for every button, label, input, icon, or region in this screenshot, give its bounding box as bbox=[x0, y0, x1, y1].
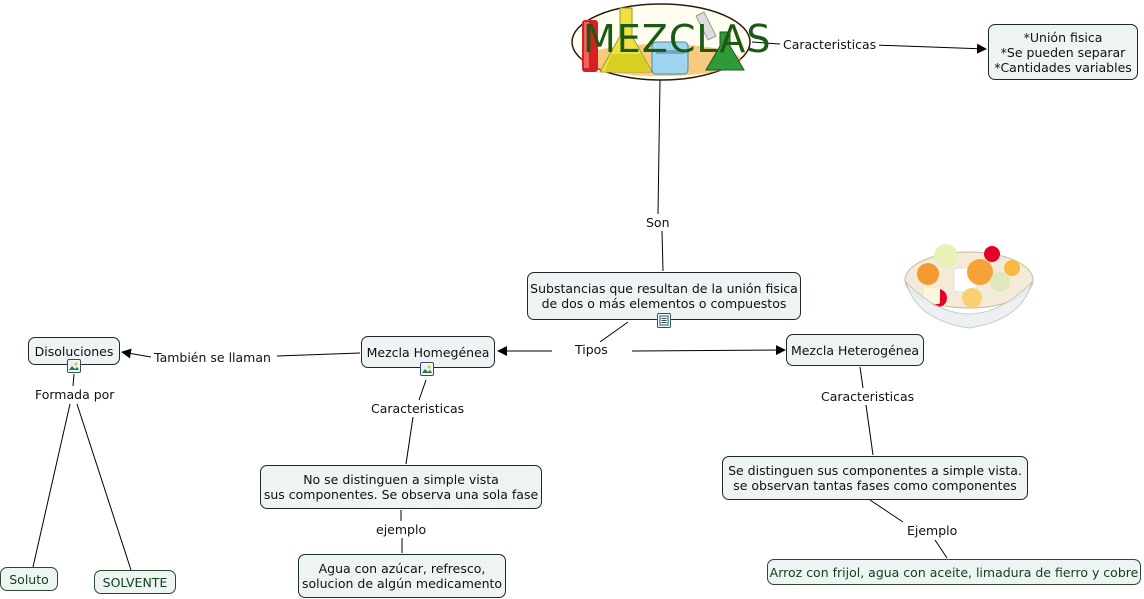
link-label-tambien-se-llaman[interactable]: También se llaman bbox=[151, 350, 274, 366]
node-disoluciones[interactable]: Disoluciones bbox=[28, 337, 120, 365]
node-label: SOLVENTE bbox=[102, 574, 168, 590]
feature-item: *Se pueden separar bbox=[1000, 44, 1126, 60]
link-label-formada-por[interactable]: Formada por bbox=[32, 387, 118, 403]
feature-item: *Unión fisica bbox=[1023, 29, 1103, 45]
link-label-son[interactable]: Son bbox=[643, 215, 673, 231]
link-label-caracteristicas-heterogenea[interactable]: Caracteristicas bbox=[818, 389, 918, 405]
definition-line: de dos o más elementos o compuestos bbox=[541, 296, 787, 311]
image-icon[interactable] bbox=[67, 359, 81, 373]
link-label-caracteristicas-homogenea[interactable]: Caracteristicas bbox=[368, 401, 468, 417]
node-homogenea-features[interactable]: No se distinguen a simple vista sus comp… bbox=[260, 465, 542, 509]
definition-line: Substancias que resultan de la unión fis… bbox=[530, 281, 798, 296]
node-root-features[interactable]: *Unión fisica *Se pueden separar *Cantid… bbox=[988, 24, 1138, 80]
node-solvente[interactable]: SOLVENTE bbox=[94, 570, 176, 594]
node-label: Soluto bbox=[9, 571, 49, 587]
node-mezcla-heterogenea[interactable]: Mezcla Heterogénea bbox=[786, 334, 924, 366]
link-label-tipos[interactable]: Tipos bbox=[572, 342, 611, 358]
node-definition[interactable]: Substancias que resultan de la unión fis… bbox=[527, 272, 801, 320]
example-line: Arroz con frijol, agua con aceite, limad… bbox=[769, 564, 1139, 580]
features-line: se observan tantas fases como componente… bbox=[733, 478, 1017, 493]
node-heterogenea-example[interactable]: Arroz con frijol, agua con aceite, limad… bbox=[767, 559, 1141, 585]
node-label: Mezcla Heterogénea bbox=[790, 342, 920, 358]
document-icon[interactable] bbox=[657, 313, 671, 328]
example-line: Agua con azúcar, refresco, bbox=[318, 561, 486, 576]
node-heterogenea-features[interactable]: Se distinguen sus componentes a simple v… bbox=[722, 456, 1028, 500]
mezclas-title-image bbox=[571, 3, 751, 81]
features-line: No se distinguen a simple vista bbox=[303, 472, 499, 487]
features-line: sus componentes. Se observa una sola fas… bbox=[263, 487, 539, 502]
node-soluto[interactable]: Soluto bbox=[0, 567, 58, 591]
link-label-caracteristicas-root[interactable]: Caracteristicas bbox=[780, 37, 880, 53]
image-icon[interactable] bbox=[420, 362, 434, 376]
fruit-bowl-image bbox=[904, 244, 1034, 329]
title-mezclas[interactable]: MEZCLAS bbox=[583, 17, 772, 61]
feature-item: *Cantidades variables bbox=[994, 59, 1132, 75]
link-label-ejemplo-homogenea[interactable]: ejemplo bbox=[373, 522, 430, 538]
link-label-ejemplo-heterogenea[interactable]: Ejemplo bbox=[904, 523, 961, 539]
node-label: Mezcla Homegénea bbox=[366, 344, 490, 360]
example-line: solucion de algún medicamento bbox=[301, 576, 503, 591]
features-line: Se distinguen sus componentes a simple v… bbox=[728, 463, 1022, 478]
node-homogenea-example[interactable]: Agua con azúcar, refresco, solucion de a… bbox=[298, 554, 506, 598]
node-label: Disoluciones bbox=[34, 343, 114, 359]
